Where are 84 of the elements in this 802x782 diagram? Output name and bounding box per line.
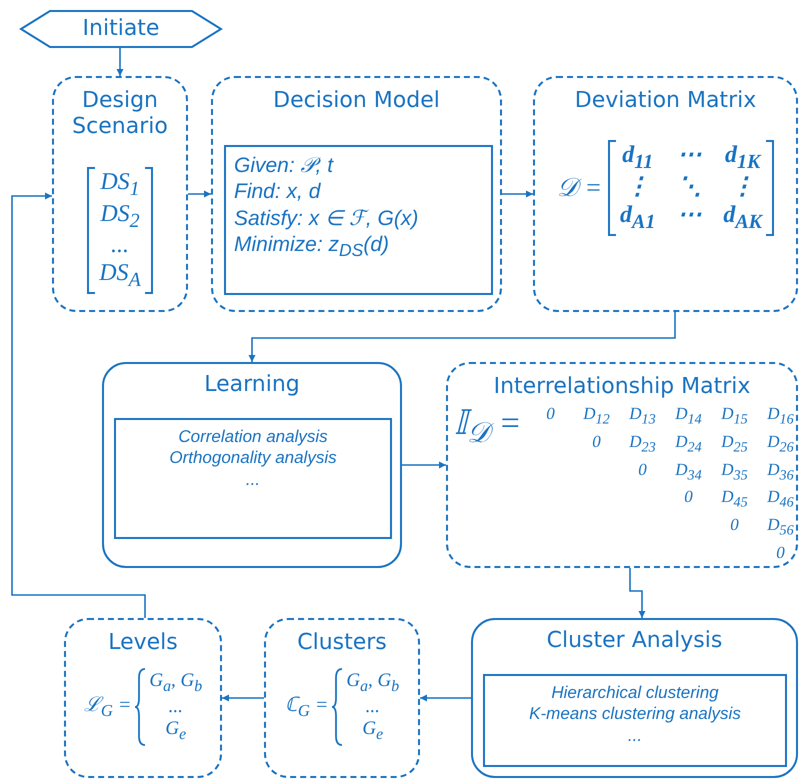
text-line: Correlation analysis bbox=[178, 426, 328, 448]
method-box bbox=[483, 674, 787, 767]
text-line: Hierarchical clustering bbox=[551, 682, 719, 704]
node-title: Cluster Analysis bbox=[546, 628, 722, 654]
text-line: Find: x, d bbox=[234, 179, 320, 206]
matrix-entry: ⋮ bbox=[624, 174, 651, 202]
matrix-entry: D$_{46}$ bbox=[766, 487, 795, 512]
stage-box bbox=[64, 618, 222, 778]
stage-box bbox=[533, 76, 798, 312]
case-entry: G$_{e}$ bbox=[362, 718, 384, 744]
math-expression: ℒ$_{G}$ = bbox=[84, 694, 132, 720]
stage-box bbox=[211, 76, 502, 312]
node-title: Levels bbox=[108, 630, 178, 656]
case-entry: G$_{a}$, G$_{b}$ bbox=[149, 670, 202, 696]
matrix-entry: d$_{1K}$ bbox=[724, 142, 762, 174]
matrix-entry: 0 bbox=[683, 487, 694, 508]
matrix-entry: d$_{AK}$ bbox=[723, 202, 762, 234]
text-line: ... bbox=[628, 724, 642, 746]
arrow bbox=[11, 192, 146, 618]
matrix-entry: d$_{11}$ bbox=[621, 142, 654, 174]
terminal-hexagon bbox=[20, 10, 222, 48]
matrix-entry: D$_{35}$ bbox=[720, 460, 749, 484]
matrix-entry: D$_{24}$ bbox=[674, 432, 703, 456]
math-expression: 𝒟 = bbox=[556, 173, 602, 203]
matrix-entry: 0 bbox=[729, 515, 740, 536]
stage-box bbox=[52, 76, 188, 312]
math-expression: 𝕀$_{𝒟}$ = bbox=[454, 404, 522, 451]
matrix-entry: DS$_{A}$ bbox=[99, 260, 141, 292]
matrix-entry: D$_{13}$ bbox=[628, 404, 657, 428]
text-line: Orthogonality analysis bbox=[169, 447, 337, 468]
method-box bbox=[224, 145, 493, 295]
node-title: Learning bbox=[204, 372, 300, 398]
node-title: Initiate bbox=[82, 16, 160, 42]
matrix-entry: ⋯ bbox=[677, 142, 702, 170]
matrix-entry: ⋮ bbox=[730, 174, 756, 202]
arrow bbox=[502, 190, 533, 198]
arrow bbox=[116, 48, 124, 76]
case-entry: G$_{a}$, G$_{b}$ bbox=[346, 670, 400, 696]
matrix-entry: 0 bbox=[775, 542, 786, 562]
matrix-entry: D$_{26}$ bbox=[766, 432, 795, 456]
matrix-entry: D$_{45}$ bbox=[720, 487, 749, 512]
stage-box bbox=[264, 618, 420, 778]
matrix-entry: D$_{14}$ bbox=[674, 404, 703, 428]
matrix-entry: 0 bbox=[545, 404, 556, 426]
process-box bbox=[102, 362, 402, 568]
arrow bbox=[420, 694, 471, 702]
case-entry: ... bbox=[366, 696, 380, 718]
matrix-entry: ... bbox=[110, 232, 130, 260]
node-title: Clusters bbox=[297, 630, 387, 656]
matrix-entry: D$_{25}$ bbox=[720, 432, 749, 456]
text-line: Satisfy: x ∈ ℱ, G(x) bbox=[234, 206, 418, 232]
stage-box bbox=[446, 362, 798, 568]
node-title: Deviation Matrix bbox=[574, 88, 756, 114]
matrix-entry: ⋯ bbox=[677, 202, 702, 230]
matrix-entry: d$_{A1}$ bbox=[620, 202, 656, 234]
text-line: ... bbox=[246, 468, 260, 490]
matrix-entry: DS$_{2}$ bbox=[99, 200, 141, 232]
text-line: Minimize: z$_{DS}$(d) bbox=[234, 232, 389, 262]
matrix-entry: D$_{34}$ bbox=[674, 460, 703, 484]
arrow bbox=[188, 190, 211, 198]
node-title: Design Scenario bbox=[71, 88, 169, 141]
matrix-entry: 0 bbox=[591, 432, 602, 454]
text-line: K-means clustering analysis bbox=[529, 703, 741, 724]
matrix-entry: D$_{16}$ bbox=[766, 404, 795, 428]
math-expression: ℂ$_{G}$ = bbox=[284, 694, 328, 720]
node-title: Decision Model bbox=[273, 88, 440, 114]
text-line: Given: 𝒫, t bbox=[234, 153, 334, 179]
matrix-entry: D$_{56}$ bbox=[766, 515, 795, 539]
process-box bbox=[471, 618, 798, 778]
matrix-entry: D$_{23}$ bbox=[628, 432, 657, 456]
arrow bbox=[629, 568, 646, 618]
matrix-entry: ⋱ bbox=[677, 174, 702, 202]
node-title: Interrelationship Matrix bbox=[494, 374, 750, 400]
matrix-entry: DS$_{1}$ bbox=[99, 168, 141, 201]
arrow bbox=[222, 694, 264, 702]
matrix-entry: D$_{12}$ bbox=[582, 404, 611, 428]
case-entry: G$_{e}$ bbox=[165, 718, 186, 744]
case-entry: ... bbox=[168, 696, 183, 718]
matrix-entry: D$_{36}$ bbox=[766, 460, 795, 484]
method-box bbox=[114, 418, 392, 539]
arrow bbox=[248, 312, 676, 362]
arrow bbox=[402, 462, 446, 468]
matrix-entry: D$_{15}$ bbox=[720, 404, 749, 428]
matrix-entry: 0 bbox=[637, 460, 648, 481]
